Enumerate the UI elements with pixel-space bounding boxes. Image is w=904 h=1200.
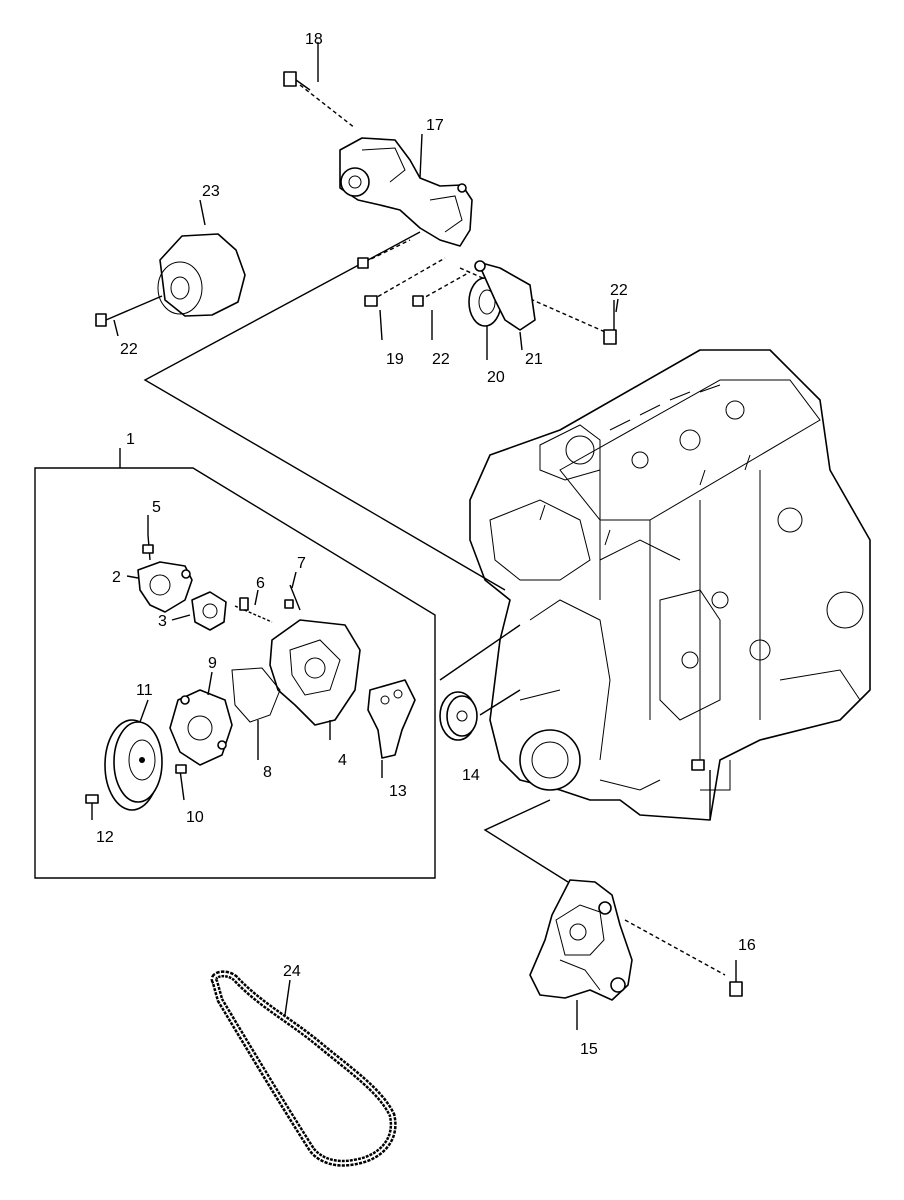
part-bolt-5: [142, 534, 154, 561]
callout-22-mid: 22: [432, 351, 450, 368]
part-bracket-13: [367, 679, 416, 778]
assembly-frame: [34, 467, 436, 879]
part-bolt-22-mid: [412, 271, 471, 340]
callout-10: 10: [186, 809, 204, 826]
callout-1: 1: [126, 431, 135, 448]
callout-21: 21: [525, 351, 543, 368]
callout-7: 7: [297, 555, 306, 572]
callout-17: 17: [426, 117, 444, 134]
callout-labels: 1 2 3 4 5 6 7 8 9 10 11 12 13 14 15 16 1…: [96, 31, 756, 1058]
part-bolt-12: [85, 794, 99, 820]
part-bolt-10: [175, 764, 187, 801]
part-water-pump: [169, 689, 233, 766]
part-idler-pulley-14: [439, 691, 478, 741]
callout-11: 11: [136, 682, 153, 699]
part-water-pump-housing: [269, 619, 361, 726]
callout-18: 18: [305, 31, 323, 48]
callout-23: 23: [202, 183, 220, 200]
callout-14: 14: [462, 767, 480, 784]
callout-13: 13: [389, 783, 407, 800]
part-pulley-11: [104, 719, 163, 811]
callout-24: 24: [283, 963, 301, 980]
callout-16: 16: [738, 937, 756, 954]
callout-2: 2: [112, 569, 121, 586]
callout-5: 5: [152, 499, 161, 516]
part-stud-6: [234, 597, 273, 623]
part-bolt-16: [729, 960, 743, 997]
callout-8: 8: [263, 764, 272, 781]
part-pulley-23: [157, 199, 246, 317]
callout-4: 4: [338, 752, 347, 769]
part-bolt-7: [284, 584, 301, 611]
part-thermostat-housing: [137, 561, 193, 613]
part-thermostat: [191, 591, 227, 631]
callout-6: 6: [256, 575, 265, 592]
engine-block: [469, 349, 871, 821]
part-bolt-22-left: [95, 295, 163, 337]
callout-3: 3: [158, 613, 167, 630]
callout-9: 9: [208, 655, 217, 672]
callout-22-left: 22: [120, 341, 138, 358]
part-tensioner-21: [474, 260, 536, 351]
part-bolt-19: [364, 257, 446, 341]
callout-15: 15: [580, 1041, 598, 1058]
part-bolt-18: [283, 71, 311, 91]
callout-20: 20: [487, 369, 505, 386]
assembly-lines: [143, 84, 726, 976]
part-bolt-22-right: [603, 300, 617, 345]
part-bracket-15: [529, 879, 633, 1030]
part-gasket-8: [231, 667, 281, 760]
callout-12: 12: [96, 829, 114, 846]
part-bolt-stud-top: [357, 239, 411, 269]
part-pump-assembly-17: [339, 137, 473, 247]
callout-22-right: 22: [610, 282, 628, 299]
callout-19: 19: [386, 351, 404, 368]
callout-leaders: [119, 42, 619, 740]
part-drive-belt-24: [210, 970, 397, 1167]
